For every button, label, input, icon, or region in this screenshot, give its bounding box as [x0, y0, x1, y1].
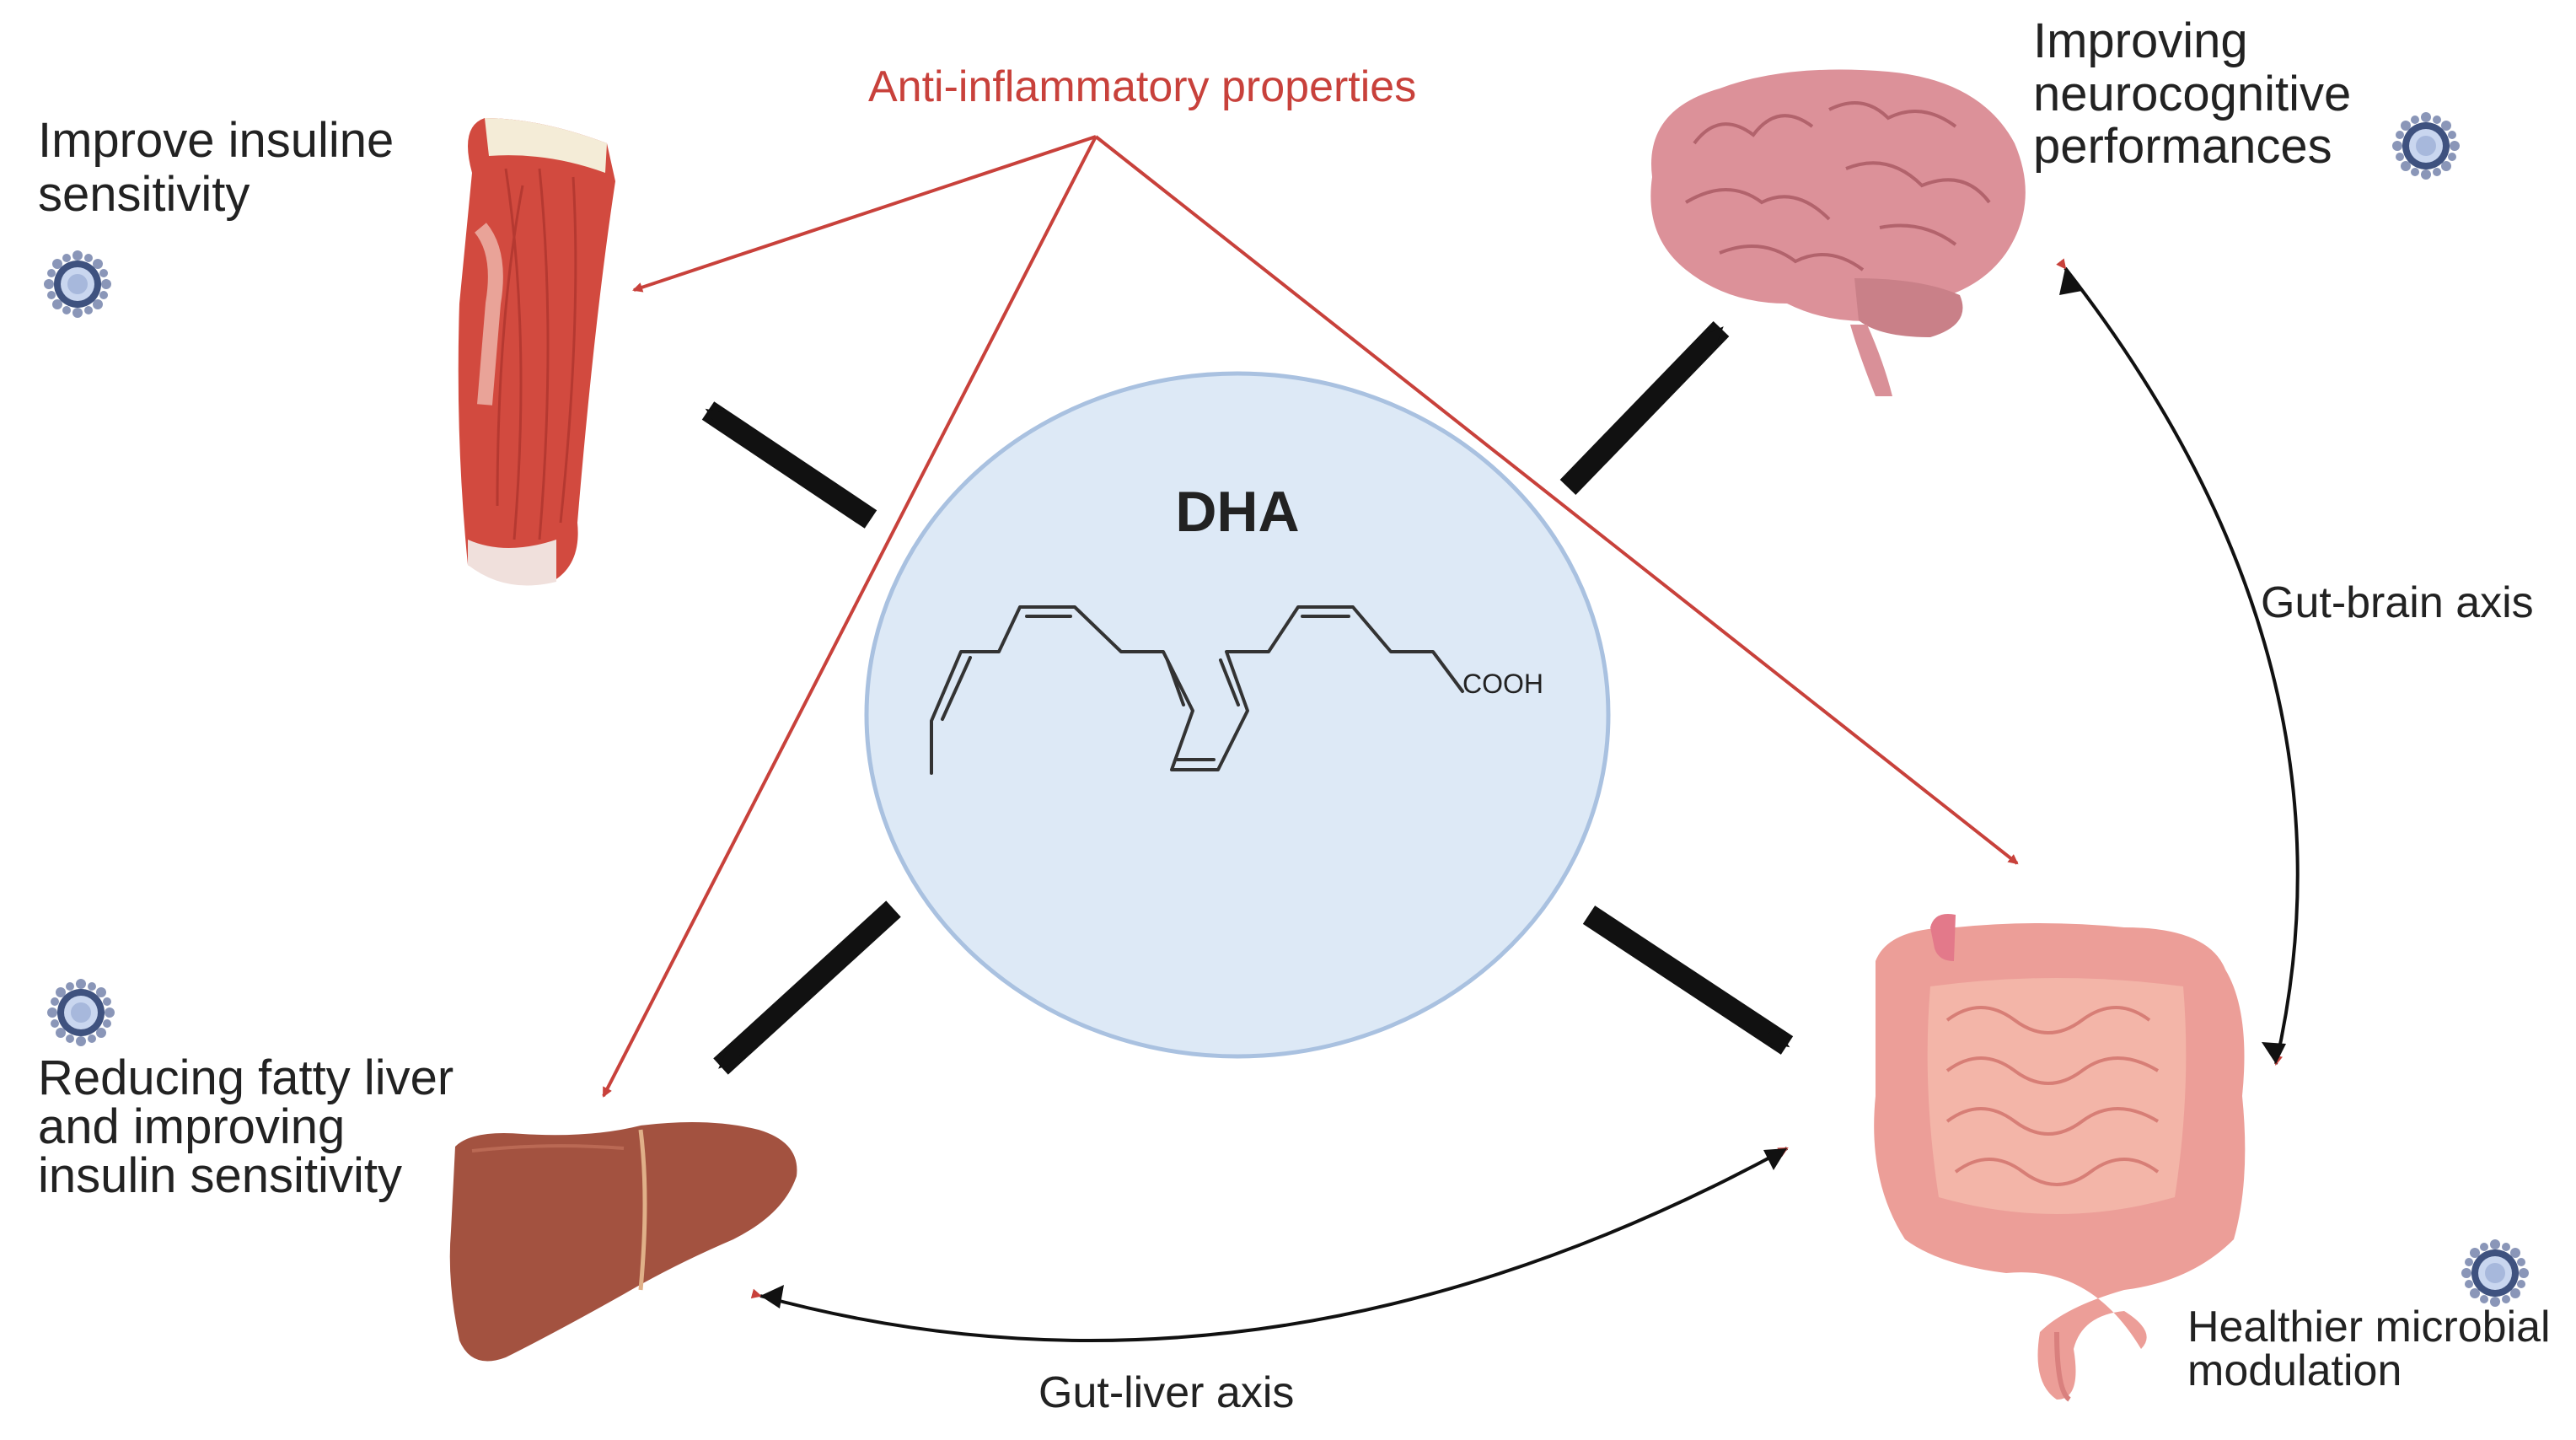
- brain-icon: [1650, 69, 2026, 396]
- anti-inflammatory-label: Anti-inflammatory properties: [868, 62, 1417, 111]
- dha-title: DHA: [1175, 480, 1299, 544]
- microbe-icon: [2392, 112, 2460, 180]
- gut-brain-axis-label: Gut-brain axis: [2261, 578, 2534, 627]
- microbe-icon: [47, 979, 115, 1046]
- anti-inflammatory-arrows: [602, 135, 2019, 1098]
- liver-effect-label: Reducing fatty liver and improving insul…: [38, 1050, 454, 1203]
- cooh-label: COOH: [1462, 669, 1543, 699]
- microbe-icon: [2461, 1239, 2529, 1307]
- gut-brain-axis-arrow: [2056, 258, 2300, 1066]
- axis-arcs: [750, 258, 2300, 1342]
- gut-liver-axis-arrow: [750, 1147, 1789, 1342]
- liver-icon: [449, 1122, 797, 1362]
- gut-liver-axis-label: Gut-liver axis: [1038, 1368, 1295, 1417]
- microbe-icon: [44, 250, 111, 318]
- muscle-effect-label: Improve insuline sensitivity: [38, 113, 394, 222]
- brain-effect-label: Improving neurocognitive performances: [2033, 13, 2352, 175]
- muscle-icon: [458, 118, 615, 586]
- dha-circle: [864, 371, 1611, 1059]
- dha-effect-arrows: [701, 320, 1794, 1075]
- gut-effect-label: Healthier microbial modulation: [2187, 1303, 2551, 1395]
- dha-molecule: [930, 605, 1464, 775]
